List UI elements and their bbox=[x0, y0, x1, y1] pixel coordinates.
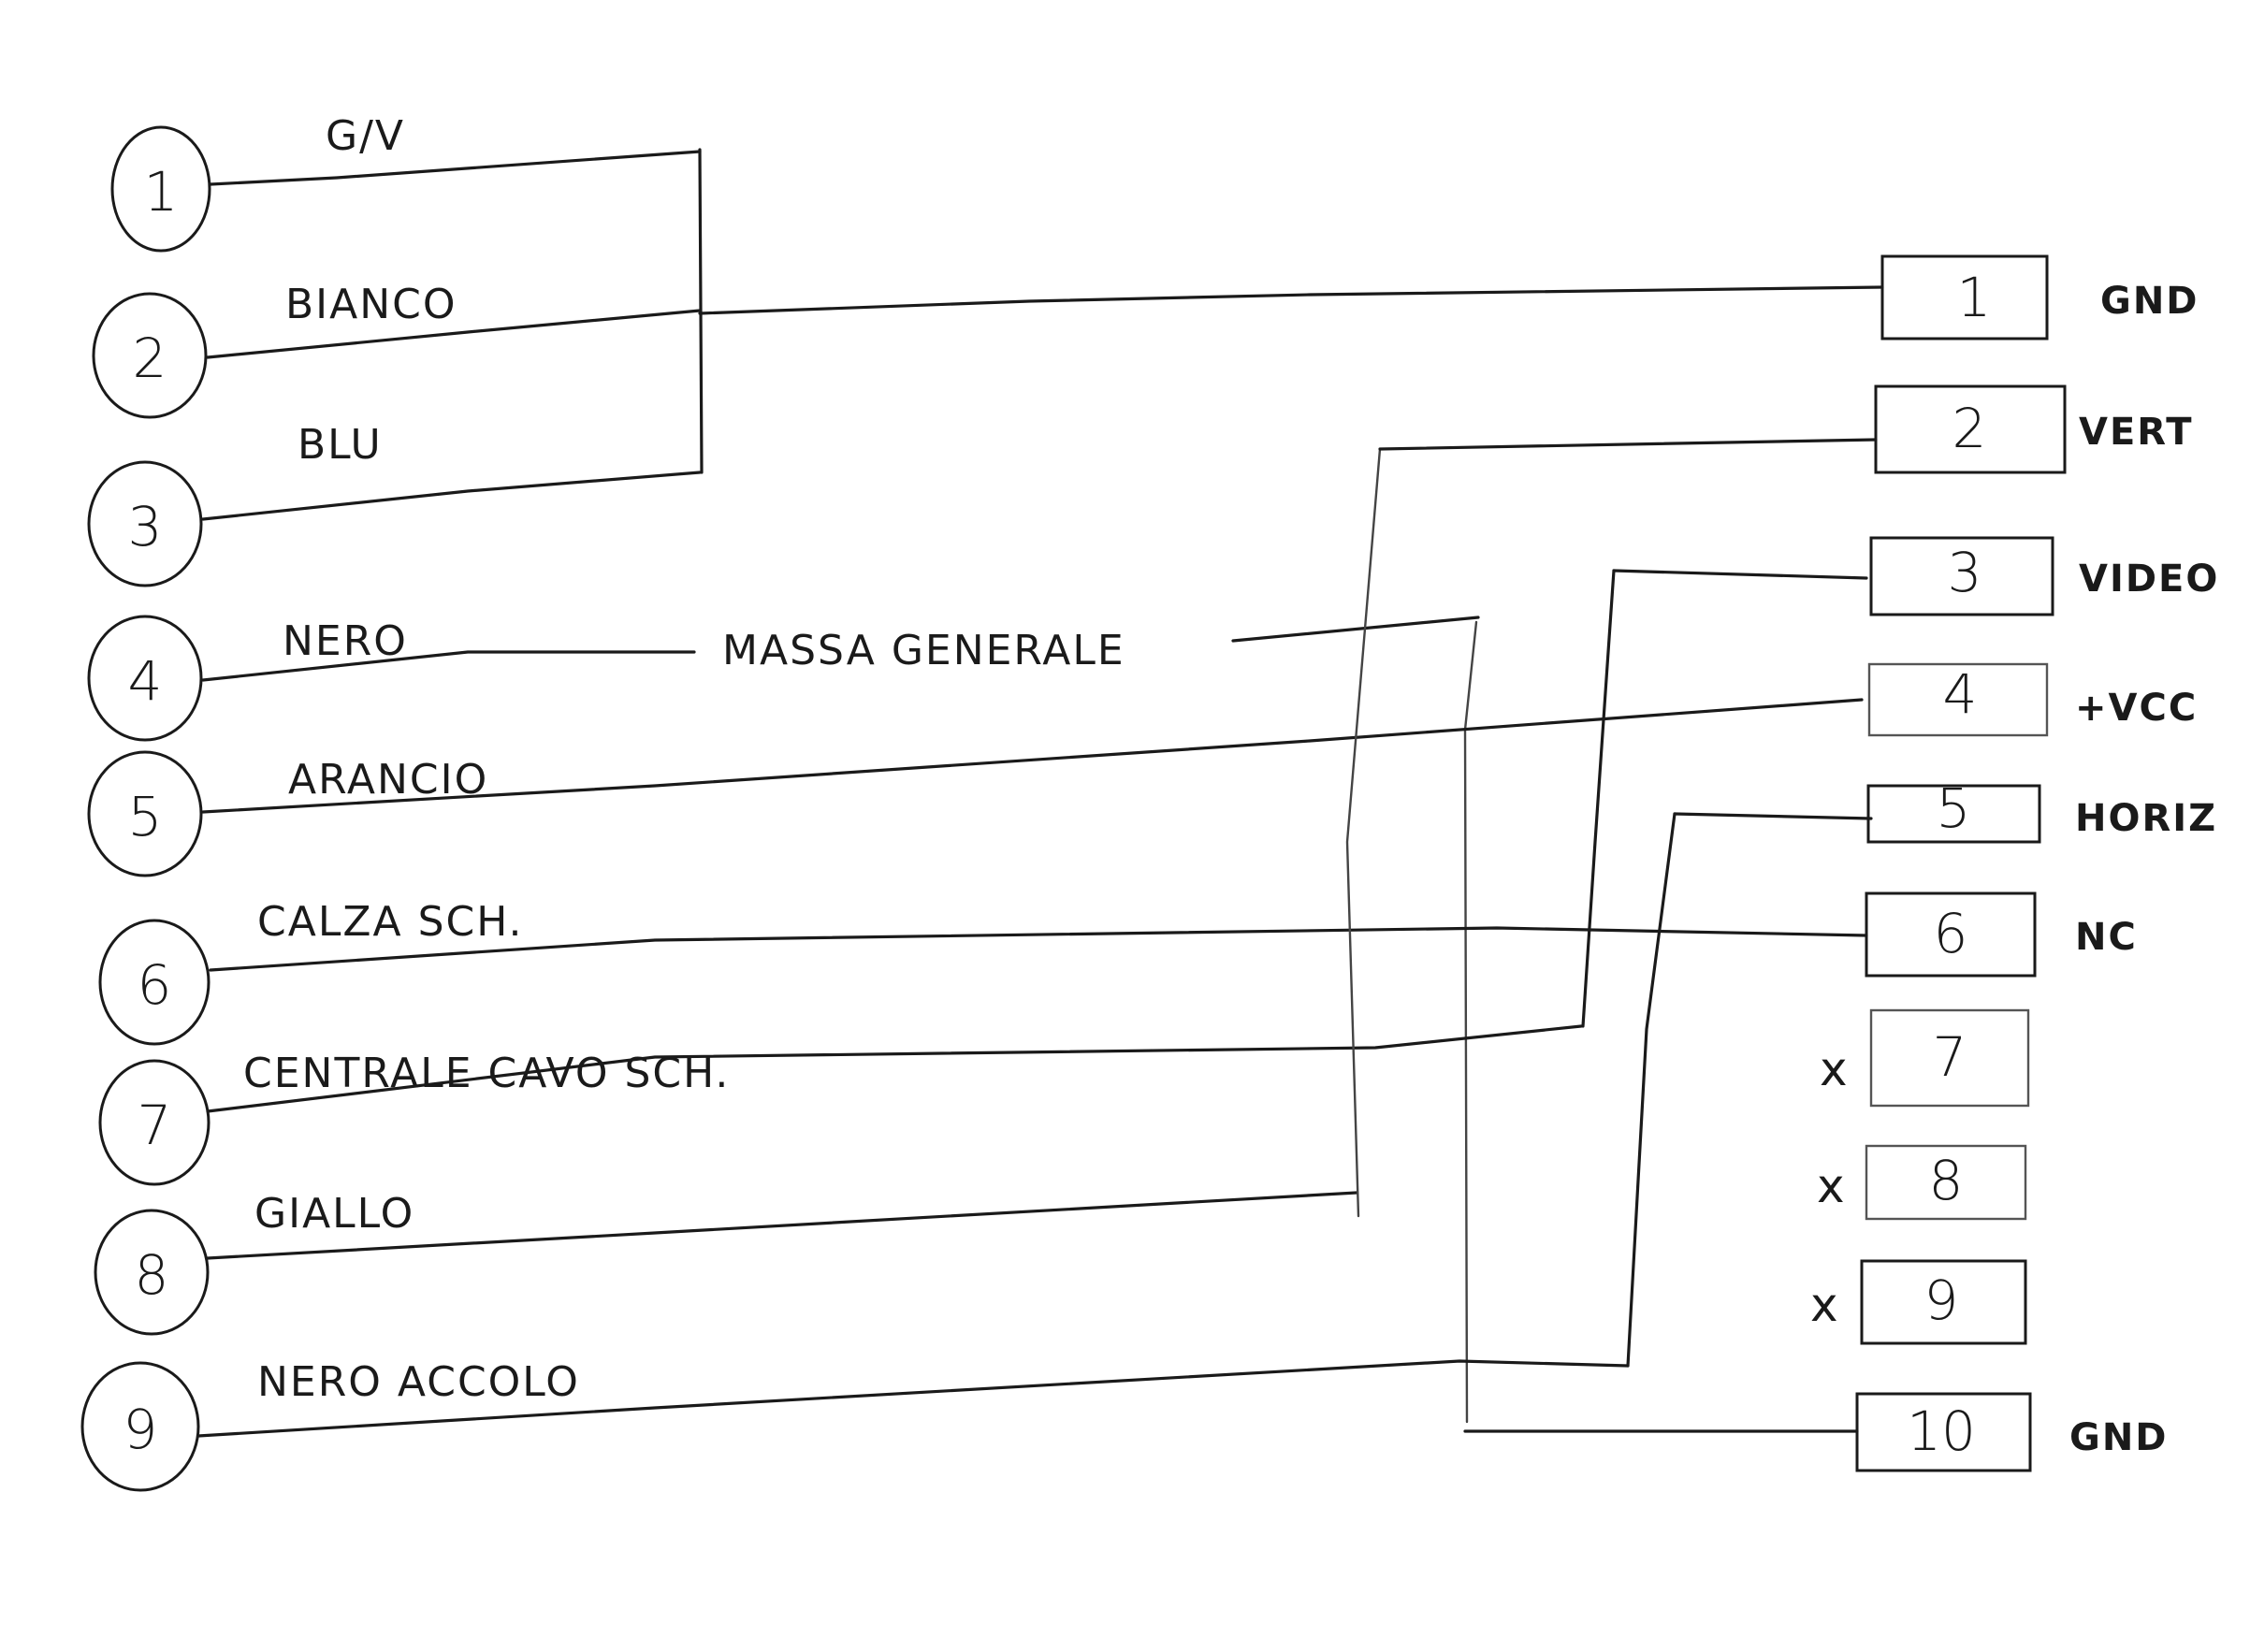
left-pin-number: 6 bbox=[138, 953, 172, 1017]
right-pin-number: 10 bbox=[1907, 1399, 1976, 1463]
left-pin-2: 2 bbox=[92, 292, 208, 419]
wire-pin5 bbox=[201, 698, 1864, 814]
left-pin-number: 7 bbox=[138, 1094, 172, 1157]
wire-label-gv: G/V bbox=[326, 112, 405, 160]
right-pin-2: 2 VERT bbox=[1874, 384, 2194, 474]
right-pin-4: 4 +VCC bbox=[1867, 662, 2198, 737]
left-pin-number: 9 bbox=[123, 1398, 158, 1461]
right-pin-number: 7 bbox=[1933, 1025, 1967, 1089]
right-pin-6: 6 NC bbox=[1865, 891, 2138, 978]
right-pin-1: 1 GND bbox=[1880, 254, 2199, 341]
wire-pin6 bbox=[209, 926, 1868, 972]
wire-pin2 bbox=[206, 309, 702, 359]
unused-x-mark: x bbox=[1820, 1042, 1848, 1096]
wire-massa-drop bbox=[1463, 620, 1478, 1424]
left-pin-4: 4 bbox=[87, 615, 203, 742]
left-pin-number: 5 bbox=[128, 785, 163, 848]
right-pin-number: 2 bbox=[1952, 397, 1987, 460]
bus-123 bbox=[698, 148, 704, 474]
left-pin-9: 9 bbox=[80, 1361, 200, 1492]
wire-pin1 bbox=[209, 150, 702, 186]
right-pin-signal: VIDEO bbox=[2079, 558, 2219, 601]
wire-label-nero: NERO bbox=[283, 617, 408, 665]
right-pin-number: 6 bbox=[1934, 902, 1968, 965]
right-pin-number: 1 bbox=[1957, 266, 1992, 329]
left-pin-5: 5 bbox=[87, 750, 203, 877]
right-pin-9: 9 x bbox=[1810, 1259, 2027, 1345]
wire-horiz-top bbox=[1673, 812, 1873, 820]
left-pin-number: 2 bbox=[133, 326, 167, 390]
wire-label-nero-accolo: NERO ACCOLO bbox=[257, 1358, 580, 1406]
right-pin-signal: HORIZ bbox=[2075, 797, 2217, 840]
left-pin-8: 8 bbox=[94, 1209, 210, 1336]
right-pin-3: 3 VIDEO bbox=[1869, 536, 2219, 616]
wire-massa bbox=[1231, 616, 1480, 643]
wire-horiz-vert bbox=[1626, 812, 1677, 1368]
left-pin-number: 3 bbox=[128, 495, 163, 558]
right-pin-number: 3 bbox=[1948, 541, 1982, 604]
wire-label-arancio: ARANCIO bbox=[288, 756, 488, 804]
wire-labels: G/V BIANCO BLU NERO ARANCIO CALZA SCH. C… bbox=[243, 112, 1125, 1406]
right-pin-number: 4 bbox=[1943, 662, 1978, 726]
left-pin-number: 1 bbox=[144, 160, 179, 224]
left-pin-1: 1 bbox=[110, 125, 211, 253]
right-pin-signal: +VCC bbox=[2075, 687, 2198, 730]
left-pin-number: 4 bbox=[128, 649, 163, 713]
left-connector: 1 2 3 4 5 6 7 8 bbox=[80, 125, 211, 1492]
right-connector: 1 GND 2 VERT 3 VIDEO 4 +VCC 5 HORIZ 6 NC bbox=[1810, 254, 2219, 1472]
wire-pin4 bbox=[201, 650, 696, 682]
wire-pin8 bbox=[206, 1191, 1358, 1260]
right-pin-signal: GND bbox=[2100, 280, 2199, 323]
right-pin-7: 7 x bbox=[1820, 1008, 2030, 1108]
right-pin-number: 9 bbox=[1924, 1268, 1959, 1332]
right-pin-8: 8 x bbox=[1817, 1144, 2027, 1221]
left-pin-7: 7 bbox=[98, 1059, 210, 1186]
wire-video-top bbox=[1612, 569, 1868, 580]
wire-pin9 bbox=[196, 1359, 1630, 1438]
wire-label-calza: CALZA SCH. bbox=[257, 898, 524, 946]
wire-label-blu: BLU bbox=[298, 421, 383, 469]
right-pin-5: 5 HORIZ bbox=[1866, 776, 2217, 844]
wire-vert-top bbox=[1378, 438, 1878, 451]
wire-pin3 bbox=[201, 471, 702, 521]
wires bbox=[196, 148, 1884, 1438]
left-pin-number: 8 bbox=[135, 1243, 169, 1307]
right-pin-10: 10 GND bbox=[1855, 1392, 2169, 1472]
wire-label-giallo: GIALLO bbox=[254, 1190, 414, 1238]
right-pin-signal: NC bbox=[2075, 916, 2138, 959]
unused-x-mark: x bbox=[1810, 1278, 1838, 1332]
wire-pin7 bbox=[206, 1024, 1583, 1113]
wire-video-vert bbox=[1581, 569, 1616, 1028]
wire-vert-vert bbox=[1345, 447, 1382, 1218]
wire-bus-to-gnd1 bbox=[698, 285, 1884, 315]
massa-generale-label: MASSA GENERALE bbox=[722, 627, 1125, 674]
right-pin-number: 5 bbox=[1937, 776, 1971, 840]
unused-x-mark: x bbox=[1817, 1159, 1845, 1213]
left-pin-3: 3 bbox=[87, 460, 203, 587]
right-pin-number: 8 bbox=[1929, 1149, 1964, 1212]
wire-label-bianco: BIANCO bbox=[285, 281, 457, 328]
left-pin-6: 6 bbox=[98, 919, 210, 1046]
right-pin-signal: GND bbox=[2069, 1416, 2169, 1459]
right-pin-signal: VERT bbox=[2079, 411, 2194, 454]
